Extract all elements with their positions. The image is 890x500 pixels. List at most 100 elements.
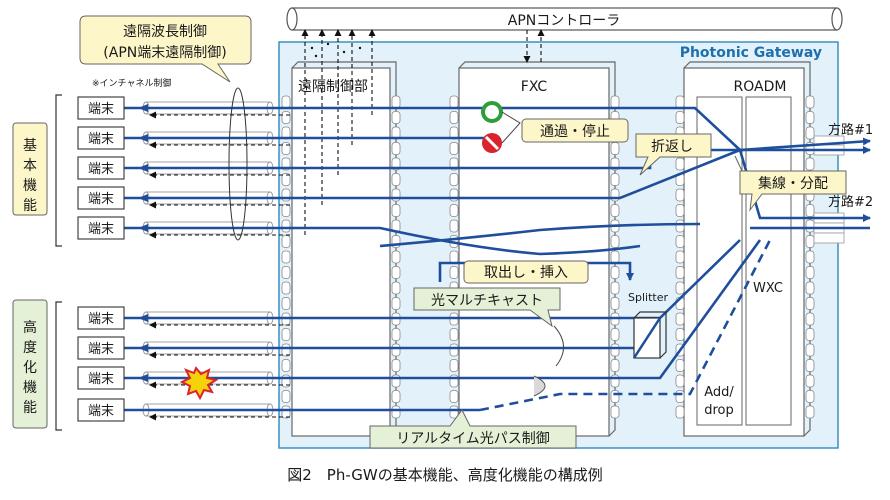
pass-stop-label: 通過・停止: [540, 123, 610, 140]
fold-back-label: 折返し: [651, 139, 693, 155]
realtime-path-label: リアルタイム光パス制御: [396, 431, 550, 447]
dot: [342, 50, 346, 54]
path-cross: [379, 222, 701, 248]
splitter-box: [632, 311, 667, 359]
arrowhead: [138, 374, 148, 382]
port: [610, 328, 620, 341]
port: [805, 281, 815, 295]
port: [675, 266, 685, 279]
terminal-box: 端末: [77, 398, 125, 422]
port: [805, 126, 815, 140]
port: [805, 359, 815, 372]
control-dashed-lines: [149, 29, 545, 421]
direction2-label: 方路#2: [828, 194, 873, 210]
port: [281, 235, 291, 248]
port: [281, 95, 291, 109]
terminal-label: 端末: [88, 342, 114, 357]
apn-controller-label: APNコントローラ: [508, 13, 621, 29]
terminal-box: 端末: [77, 366, 125, 390]
add-drop-label-1: Add/: [704, 385, 734, 400]
apn-controller: APNコントローラ: [286, 7, 843, 31]
port: [449, 173, 459, 186]
port: [449, 142, 459, 155]
port: [391, 250, 401, 264]
direction1-label: 方路#1: [828, 122, 873, 138]
port: [281, 111, 291, 124]
port: [675, 359, 685, 372]
dot: [314, 54, 318, 58]
path-row1: [124, 106, 871, 152]
port: [449, 390, 459, 403]
port: [610, 95, 620, 109]
terminal-label: 端末: [88, 312, 114, 327]
terminal-label: 端末: [88, 222, 114, 237]
port: [391, 390, 401, 403]
pass-stop-callout: 通過・停止: [521, 118, 629, 143]
port: [449, 328, 459, 341]
realtime-switch-arrow: [533, 375, 546, 397]
port: [675, 95, 685, 109]
port: [805, 390, 815, 403]
port: [391, 281, 401, 295]
port: [805, 297, 815, 310]
port: [805, 219, 815, 233]
port: [675, 328, 685, 341]
port: [675, 157, 685, 171]
advanced-function-bracket: 高度化機能: [12, 299, 62, 431]
roadm-block: ROADM WXC Add/ drop: [683, 61, 811, 437]
port: [610, 343, 620, 357]
port: [805, 312, 815, 326]
diagram-svg: Photonic Gateway APNコントローラ 遠隔制御部 FXC ROA…: [12, 7, 873, 449]
dot: [310, 46, 314, 50]
port: [391, 173, 401, 186]
port: [675, 281, 685, 295]
advanced-function-label: 高度化機能: [23, 319, 37, 416]
terminal-box: 端末: [77, 216, 125, 240]
port: [675, 219, 685, 233]
remote-wavelength-line2: (APN端末遠隔制御): [103, 45, 226, 61]
port: [391, 95, 401, 109]
port: [391, 328, 401, 341]
multicast-label: 光マルチキャスト: [431, 293, 543, 309]
in-channel-ellipse: [228, 87, 248, 241]
port: [281, 204, 291, 217]
remote-wavelength-callout: 遠隔波長制御 (APN端末遠隔制御): [79, 15, 252, 83]
port: [281, 142, 291, 155]
output-tube: [813, 232, 845, 244]
terminal-label: 端末: [88, 132, 114, 147]
port: [805, 235, 815, 248]
realtime-path-callout: リアルタイム光パス制御: [369, 409, 577, 449]
terminal-box: 端末: [77, 156, 125, 180]
port: [449, 95, 459, 109]
port: [675, 250, 685, 264]
port: [610, 250, 620, 264]
add-drop-label-2: drop: [704, 403, 734, 418]
terminal-box: 端末: [77, 186, 125, 210]
port: [675, 374, 685, 388]
extract-insert-label: 取出し・挿入: [484, 265, 568, 281]
arrowhead: [138, 194, 148, 202]
aggregate-callout: 集線・分配: [734, 155, 847, 212]
terminal-box: 端末: [77, 336, 125, 360]
arrowhead: [138, 314, 148, 322]
fault-burst-icon: [179, 366, 219, 401]
port: [281, 405, 291, 419]
port: [449, 343, 459, 357]
port: [610, 266, 620, 279]
port: [610, 297, 620, 310]
remote-control-unit: 遠隔制御部: [291, 61, 397, 437]
port: [610, 390, 620, 403]
terminal-label: 端末: [88, 102, 114, 117]
terminal-label: 端末: [88, 372, 114, 387]
arrowhead: [138, 134, 148, 142]
pass-stop-pointer: [501, 111, 521, 144]
port: [675, 188, 685, 202]
arrowhead: [138, 224, 148, 232]
figure-caption: 図2 Ph-GWの基本機能、高度化機能の構成例: [287, 466, 603, 484]
splitter-label: Splitter: [628, 291, 668, 304]
port: [449, 204, 459, 217]
port: [391, 405, 401, 419]
port: [805, 204, 815, 217]
